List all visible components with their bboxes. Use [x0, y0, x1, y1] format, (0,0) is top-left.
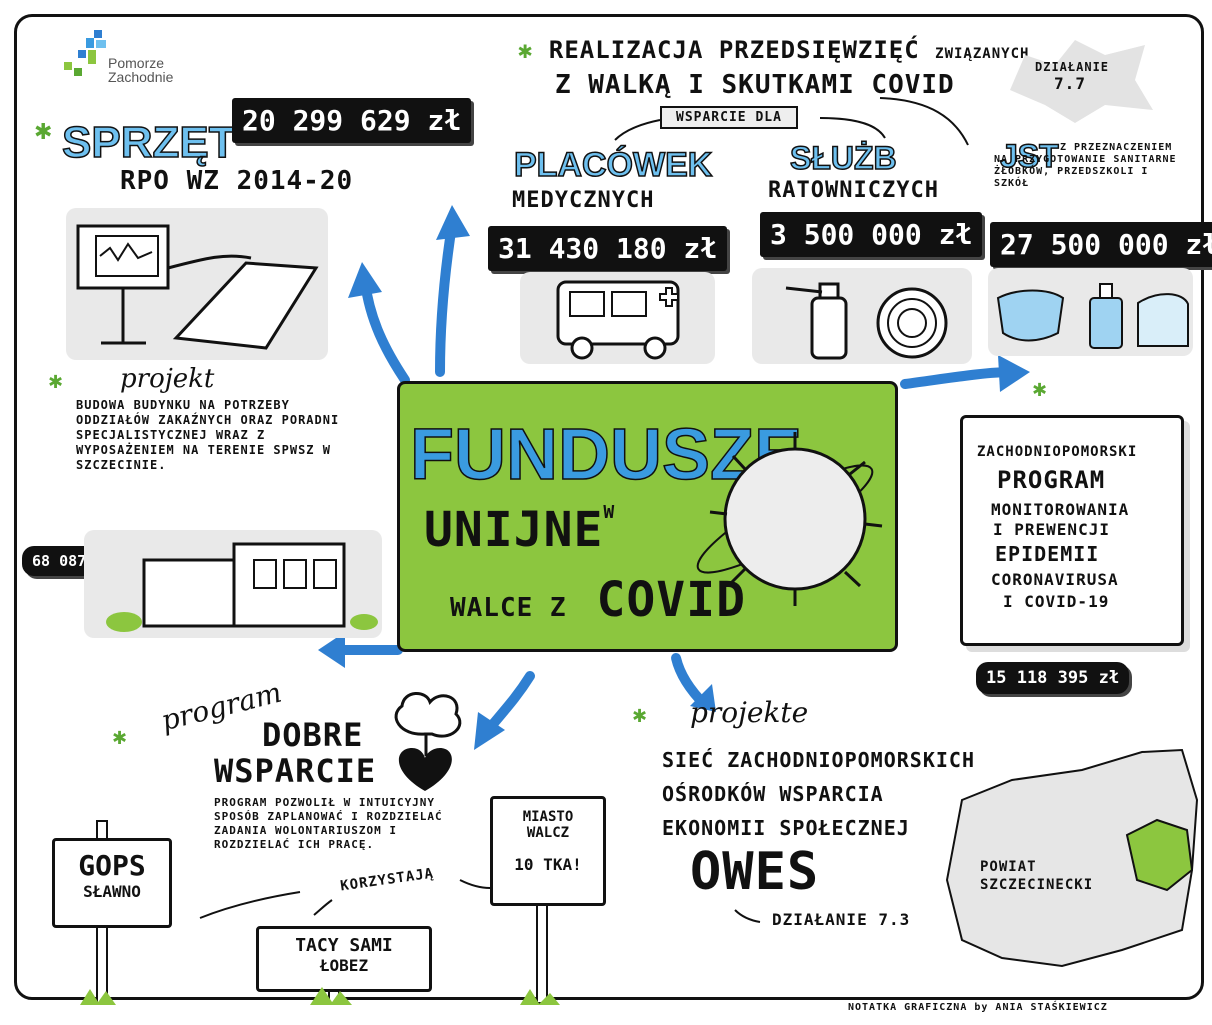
medical-bed-monitor-icon [76, 224, 319, 350]
star-icon: ✱ [48, 372, 64, 393]
action-badge-line1: DZIAŁANIE [1035, 60, 1110, 74]
map-label: POWIAT SZCZECINECKI [980, 858, 1093, 894]
projects-bottom-action: DZIAŁANIE 7.3 [772, 910, 911, 929]
rescue-panel [752, 268, 972, 364]
program-right-line: MONITOROWANIA [991, 500, 1130, 519]
equipment-subtitle: RPO WZ 2014-20 [120, 166, 354, 196]
sign-miasto: MIASTO WALCZ 10 TKA! [490, 796, 606, 906]
star-icon: ✱ [1032, 380, 1048, 401]
projects-bottom-line2: OŚRODKÓW WSPARCIA [662, 782, 884, 806]
center-line2: UNIJNEW [424, 502, 616, 558]
rescue-subtitle: RATOWNICZYCH [768, 178, 939, 203]
logo: Pomorze Zachodnie [58, 28, 198, 88]
medical-amount: 31 430 180 zł [488, 226, 728, 271]
action-badge-line2: 7.7 [1054, 74, 1086, 93]
jst-amount: 27 500 000 zł [990, 222, 1212, 267]
ambulance-icon [556, 280, 680, 360]
rescue-title: SŁUŻB [789, 139, 897, 177]
star-icon: ✱ [112, 728, 128, 749]
program-bottom-title-line2: WSPARCIE [214, 752, 377, 790]
hospital-building-icon [106, 542, 378, 632]
star-icon: ✱ [34, 120, 53, 145]
map-label-line1: POWIAT [980, 859, 1037, 875]
rescue-amount: 3 500 000 zł [760, 212, 983, 257]
cloud-shape [1010, 40, 1153, 123]
outer-frame [14, 14, 1204, 1000]
grass-decoration [80, 987, 560, 1005]
support-label: WSPARCIE DLA [660, 106, 798, 129]
jst-panel [988, 268, 1193, 356]
header-title-line2: Z WALKĄ I SKUTKAMI COVID [555, 70, 955, 100]
sign-tacy-line1: TACY SAMI [295, 935, 393, 956]
sign-miasto-line1: MIASTO [522, 809, 574, 825]
equipment-title: SPRZĘT [61, 117, 236, 168]
equipment-amount: 20 299 629 zł [232, 98, 472, 143]
owes-acronym: OWES [690, 842, 820, 902]
program-right-line: I PREWENCJI [993, 520, 1110, 539]
region-map-icon [945, 748, 1199, 968]
credit: NOTATKA GRAFICZNA by ANIA STAŚKIEWICZ [848, 1002, 1108, 1013]
pomorze-logo-icon [64, 30, 106, 76]
program-right-line: EPIDEMII [995, 542, 1100, 566]
projects-bottom-line1: SIEĆ ZACHODNIOPOMORSKICH [662, 748, 975, 772]
program-right-line: CORONAVIRUSA [991, 570, 1119, 589]
program-right-line: PROGRAM [997, 466, 1106, 494]
sign-gops-line2: SŁAWNO [83, 882, 141, 901]
center-line3a: WALCE Z [450, 593, 567, 623]
sign-tacy-line2: ŁOBEZ [319, 956, 369, 975]
star-icon: ✱ [518, 36, 549, 64]
project-left-label: projekt [120, 364, 215, 394]
medical-title: PLACÓWEK [513, 145, 713, 185]
logo-line2: Zachodnie [108, 69, 174, 85]
center-line3b: COVID [596, 572, 746, 628]
ambulance-panel [520, 272, 715, 364]
mask-sanitizer-shield-icon [996, 283, 1189, 349]
center-line2b: W [603, 502, 616, 523]
action-badge: DZIAŁANIE 7.7 [1005, 35, 1155, 125]
sign-tacy-sami: TACY SAMI ŁOBEZ [256, 926, 432, 992]
center-line3: WALCE Z COVID [450, 572, 746, 628]
tree-heart-icon [394, 692, 462, 791]
sign-miasto-line2: WALCZ [526, 825, 570, 841]
header-title-line1: ✱ REALIZACJA PRZEDSIĘWZIĘĆ ZWIĄZANYCH [518, 36, 1030, 64]
sign-gops: GOPS SŁAWNO [52, 838, 172, 928]
star-icon: ✱ [632, 706, 648, 727]
virus-icon [696, 432, 883, 606]
center-panel: FUNDUSZE UNIJNEW WALCE Z COVID [397, 381, 898, 652]
medical-subtitle: MEDYCZNYCH [512, 188, 655, 213]
program-right-amount: 15 118 395 zł [976, 662, 1130, 694]
fire-extinguisher-hose-icon [785, 282, 948, 360]
jst-desc: Z PRZEZNACZENIEM NA PRZYGOTOWANIE SANITA… [994, 142, 1177, 189]
project-left-desc: BUDOWA BUDYNKU NA POTRZEBY ODDZIAŁÓW ZAK… [76, 398, 340, 472]
header-title-line1b: ZWIĄZANYCH [935, 46, 1030, 62]
projects-bottom-label: projekte [690, 696, 809, 729]
sign-gops-line1: GOPS [78, 849, 146, 882]
hospital-panel [84, 530, 382, 638]
projects-bottom-line3: EKONOMII SPOŁECZNEJ [662, 816, 910, 840]
program-bottom-title-line1: DOBRE [262, 716, 364, 754]
program-right-line: ZACHODNIOPOMORSKI [977, 444, 1138, 460]
equipment-illustration-panel [66, 208, 328, 360]
program-right-card: ZACHODNIOPOMORSKI PROGRAM MONITOROWANIA … [960, 415, 1184, 646]
program-bottom-desc: PROGRAM POZWOLIŁ W INTUICYJNY SPOSÓB ZAP… [214, 796, 443, 851]
map-label-line2: SZCZECINECKI [980, 877, 1094, 893]
sign-miasto-line3: 10 TKA! [514, 855, 582, 874]
jst-title: JST [999, 137, 1059, 175]
logo-line1: Pomorze [108, 55, 165, 71]
program-right-line: I COVID-19 [1003, 592, 1110, 611]
